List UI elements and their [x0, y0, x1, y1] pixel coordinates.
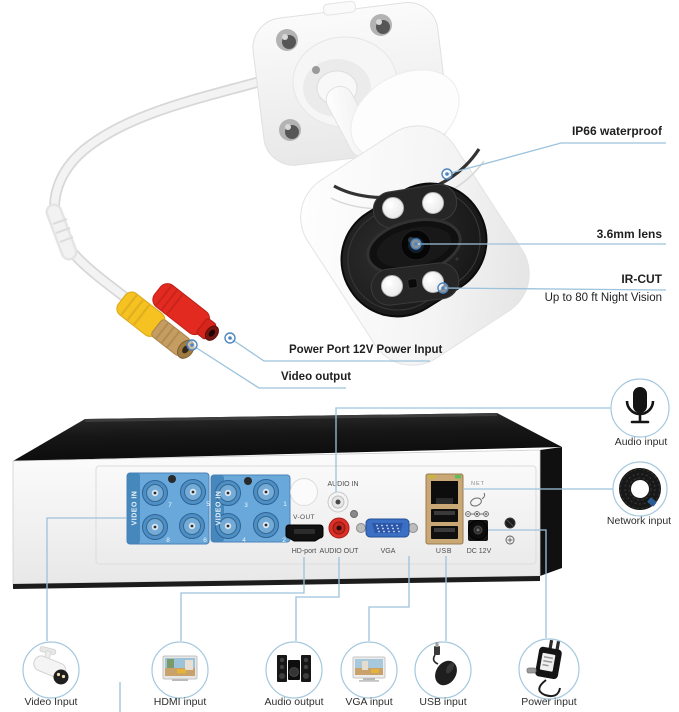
audio-output-callout [265, 641, 323, 699]
channel-number: 4 [242, 537, 246, 544]
video-output-connector [116, 291, 195, 359]
usb-mouse-icon [432, 642, 457, 686]
channel-number: 7 [168, 502, 172, 509]
video-in-panel-left: VIDEO IN 7 5 8 6 [126, 472, 210, 545]
vga-label: VGA [381, 548, 396, 555]
night-vision-label: Up to 80 ft Night Vision [544, 292, 662, 304]
camera-face [340, 182, 488, 318]
audio-in-port: AUDIO IN [327, 481, 359, 513]
mouse-pictogram-icon [470, 492, 486, 507]
ground-screw-icon [504, 517, 516, 545]
usb-input-label: USB input [419, 696, 467, 708]
usb-input-callout [414, 641, 472, 699]
net-label: NET [471, 481, 485, 487]
hdmi-input-callout [151, 641, 209, 699]
video-input-label: Video Input [24, 696, 78, 708]
channel-number: 2 [282, 537, 286, 544]
hd-port-label: HD-port [292, 548, 317, 555]
bnc-connectors [142, 479, 206, 540]
video-in-panel-right: VIDEO IN 3 1 4 2 [210, 474, 291, 544]
ir-cut-label: IR-CUT [621, 272, 662, 286]
panel-screw [350, 510, 358, 518]
audio-out-label: AUDIO OUT [320, 548, 360, 555]
channel-number: 8 [166, 537, 170, 544]
channel-number: 5 [206, 501, 210, 508]
audio-in-label: AUDIO IN [327, 481, 358, 488]
network-input-callout [612, 461, 668, 517]
lens-label: 3.6mm lens [596, 227, 662, 241]
video-output-label: Video output [281, 371, 352, 383]
hdmi-port: HD-port [285, 524, 324, 555]
vga-input-label: VGA input [345, 696, 393, 708]
audio-input-label: Audio input [614, 436, 668, 448]
video-input-callout [22, 641, 80, 699]
power-input-callout [518, 638, 580, 700]
camera-cable [45, 64, 302, 304]
power-port-label: Power Port 12V Power Input [289, 344, 443, 356]
bullet-camera-icon [33, 646, 69, 685]
v-out-label: V-OUT [293, 514, 315, 521]
network-cable-coil-icon [619, 468, 661, 510]
channel-number: 6 [203, 537, 207, 544]
dvr-top-face [13, 413, 562, 461]
power-input-label: Power input [521, 696, 577, 708]
power-port-connector [152, 283, 219, 341]
dvr-recorder: VIDEO IN 7 5 8 6 VIDEO IN 3 1 4 2 V [12, 413, 562, 589]
speaker-set-icon [277, 655, 311, 682]
vga-port: VGA [356, 518, 418, 555]
video-in-label: VIDEO IN [216, 491, 223, 526]
audio-out-port: AUDIO OUT [320, 517, 360, 555]
audio-input-callout [610, 378, 670, 438]
dc-12v-label: DC 12V [467, 548, 492, 555]
white-led-bottom-ircut [370, 262, 460, 306]
tv-icon [162, 655, 198, 681]
microphone-icon [625, 387, 655, 424]
audio-output-label: Audio output [264, 696, 324, 708]
usb-label: USB [436, 548, 452, 555]
channel-number: 1 [283, 501, 287, 508]
callout-lines [46, 142, 667, 712]
network-input-label: Network input [606, 515, 672, 527]
white-led-top [372, 183, 458, 229]
usb-ports: USB [431, 509, 458, 555]
bnc-connectors [215, 479, 279, 539]
dc-power-jack: DC 12V [467, 520, 492, 555]
waterproof-label: IP66 waterproof [571, 124, 662, 138]
bullet-camera [45, 0, 530, 366]
monitor-icon [352, 656, 386, 682]
channel-number: 3 [244, 502, 248, 509]
vga-input-callout [340, 641, 398, 699]
hdmi-input-label: HDMI input [153, 696, 207, 708]
v-out-port: V-OUT [290, 478, 318, 521]
video-in-label: VIDEO IN [132, 491, 139, 526]
polarity-icon [465, 511, 489, 517]
power-adapter-icon [526, 639, 562, 698]
callout-dots [186, 168, 453, 351]
dvr-right-side [540, 447, 562, 576]
